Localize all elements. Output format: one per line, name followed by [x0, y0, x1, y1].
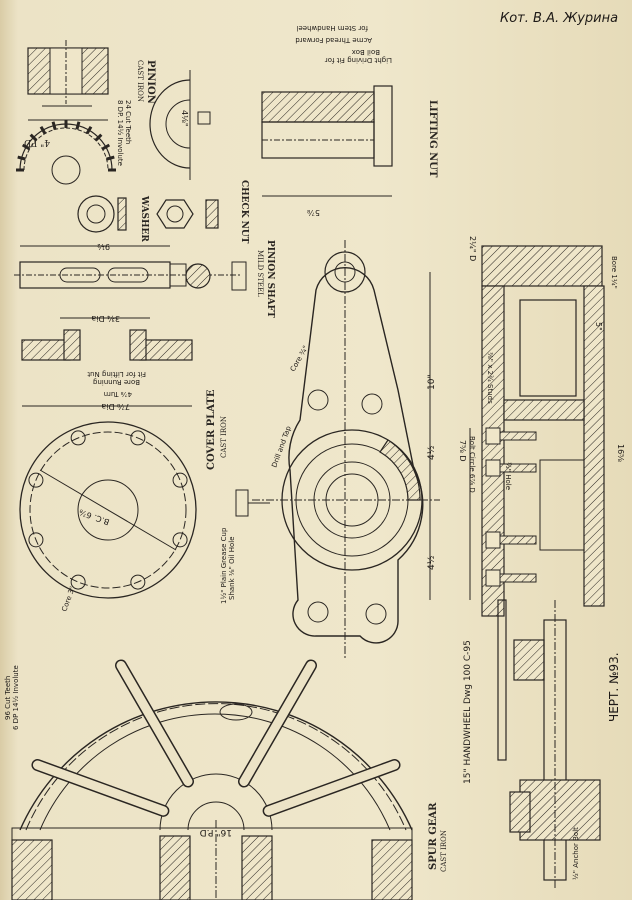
pinion-tooth — [21, 143, 31, 151]
cover-bolt-circle: B.C. 6⅞ — [78, 507, 111, 526]
gear-spoke-fill — [264, 760, 400, 816]
check-nut-title: CHECK NUT — [239, 180, 249, 244]
arm-bracket-drawing: 10" 4½ 4½ Core ¾" Drill and Tap — [252, 240, 440, 660]
spur-gear-pd: 16" P.D — [200, 827, 232, 837]
pinion-shaft-drawing: 9½ PINION SHAFT MILD STEEL — [14, 240, 275, 318]
grease-cup-note-2: Shank ⅛" Oil Hole — [228, 536, 236, 600]
spur-gear-spec-2: 6 DP 14½ Involute — [12, 665, 20, 730]
pinion-drawing: 4" PD — [16, 40, 116, 185]
pinion-tooth — [29, 133, 38, 142]
check-nut-drawing: CHECK NUT — [156, 180, 249, 244]
stud-head — [485, 427, 501, 445]
washer-drawing: WASHER — [77, 195, 149, 242]
spur-gear-drawing: 16" P.D SPUR GEAR CAST IRON 96 Cut Teeth… — [4, 659, 448, 900]
housing-dim-7-5-8: 7⅝ D — [458, 440, 467, 462]
spur-gear-spec-1: 96 Cut Teeth — [4, 676, 12, 720]
studs-note: ⅜" x 2¾ Studs — [486, 352, 494, 404]
bolt-hole — [70, 574, 86, 590]
grease-cup: 1½" Plain Grease Cup Shank ⅛" Oil Hole — [220, 489, 270, 604]
anchor-bolt-note: ½" Anchor Bolt — [572, 827, 580, 880]
author-note: Кот. В.А. Журина — [500, 11, 618, 26]
housing-bolt-circle: Bolt Circle 6⅞ D — [468, 436, 476, 493]
pinion-side-view: 4⅛" — [149, 70, 211, 180]
pinion-shaft-title: PINION SHAFT — [265, 240, 275, 318]
studs — [485, 427, 537, 587]
cover-note-fit: Fit for Lifting Nut — [87, 370, 146, 378]
lifting-nut-title: LIFTING NUT — [427, 100, 438, 178]
stud-shank — [499, 535, 537, 545]
spur-gear-title: SPUR GEAR — [428, 802, 439, 870]
arm-dim-10: 10" — [427, 374, 437, 390]
bolt-hole — [130, 574, 146, 590]
housing-bore: Bore 1¼" — [610, 256, 618, 289]
pinion-tooth — [85, 125, 93, 135]
cover-core: Core 3" — [60, 585, 76, 612]
pinion-spec-1: 24 Cut Teeth — [124, 100, 132, 144]
stud-head — [485, 531, 501, 549]
lifting-nut-dim-length: 5⅞ — [307, 208, 320, 217]
grease-cup-note: 1½" Plain Grease Cup — [220, 527, 228, 604]
stud-shank — [499, 431, 537, 441]
lifting-nut-note-3: Light Driving Fit for — [325, 56, 392, 64]
cover-dim-turn: 4⅞ Turn — [104, 390, 132, 398]
gear-spokes — [31, 659, 401, 817]
pinion-tooth — [39, 125, 47, 135]
lifting-nut-note-2: for Stem Handwheel — [296, 24, 368, 32]
bolt-hole — [172, 472, 188, 488]
gear-spoke-fill — [32, 760, 168, 816]
bolt-hole — [130, 430, 146, 446]
pinion-teeth — [16, 120, 116, 172]
cover-plate-plan: B.C. 6⅞ Core 3" COVER PLATE CAST IRON — [19, 389, 228, 613]
lifting-nut-note-4: Boil Box — [352, 48, 380, 56]
cover-dim-small: 3¾ Dia — [91, 314, 120, 323]
lifting-nut-note-1: Acme Thread Forward — [295, 36, 372, 44]
bolt-holes — [28, 430, 188, 590]
gear-spoke-fill — [116, 660, 193, 787]
cover-plate-material: CAST IRON — [220, 416, 228, 458]
cover-dim-large: 7⅞ Dia — [101, 402, 130, 411]
handwheel-drawing: 15" HANDWHEEL Dwg 100 C-95 ½" Anchor Bol… — [463, 599, 601, 890]
pinion-pd-label: 4" PD — [24, 137, 50, 147]
cover-note-bore: Bore Running — [93, 378, 140, 386]
pinion-tooth — [94, 133, 103, 142]
shaft-dim-length: 9½ — [97, 242, 110, 251]
arm-dim-4-5-b: 4½ — [427, 555, 437, 570]
bolt-hole — [172, 532, 188, 548]
arm-dim-4-5-a: 4½ — [427, 445, 437, 460]
cover-plate-section: 3¾ Dia 7⅞ Dia 4⅞ Turn Bore Running Fit f… — [21, 314, 193, 411]
housing-dim-2-1-4: 2¼" D — [468, 236, 477, 261]
oil-hole-note: ½" Hole — [504, 462, 512, 490]
pinion-dim-4-1-8: 4⅛" — [180, 110, 189, 127]
lifting-nut-drawing: LIFTING NUT Light Driving Fit for Boil B… — [261, 24, 438, 217]
stud-shank — [499, 573, 537, 583]
pinion-tooth — [106, 155, 115, 161]
pinion-material: CAST IRON — [136, 60, 144, 102]
pinion-title-block: PINION CAST IRON 24 Cut Teeth 8 DP. 14½ … — [116, 60, 156, 166]
pinion-tooth — [17, 155, 26, 161]
sheet-number: ЧЕРТ. №93. — [607, 652, 621, 722]
pinion-tooth — [101, 143, 111, 151]
stud-head — [485, 459, 501, 477]
stud-shank — [499, 463, 537, 473]
housing-section-drawing: 5" 7⅝ D Bolt Circle 6⅞ D 2¼" D 16⅝ Bore … — [458, 236, 625, 617]
handwheel-title: 15" HANDWHEEL Dwg 100 C-95 — [463, 640, 473, 784]
pinion-tooth — [75, 121, 81, 130]
housing-dim-16-5-8: 16⅝ — [616, 444, 625, 462]
bolt-hole — [28, 532, 44, 548]
washer-title: WASHER — [139, 195, 149, 242]
pinion-spec-2: 8 DP. 14½ Involute — [116, 100, 124, 166]
stud-head — [485, 569, 501, 587]
bolt-hole — [70, 430, 86, 446]
gear-spoke-fill — [239, 660, 316, 787]
pinion-tooth — [51, 121, 57, 130]
bolt-hole — [28, 472, 44, 488]
housing-dim-5: 5" — [594, 322, 603, 331]
pinion-title: PINION — [145, 60, 156, 104]
spur-gear-material: CAST IRON — [440, 830, 448, 872]
cover-plate-title: COVER PLATE — [206, 389, 217, 470]
pinion-shaft-material: MILD STEEL — [256, 250, 264, 297]
